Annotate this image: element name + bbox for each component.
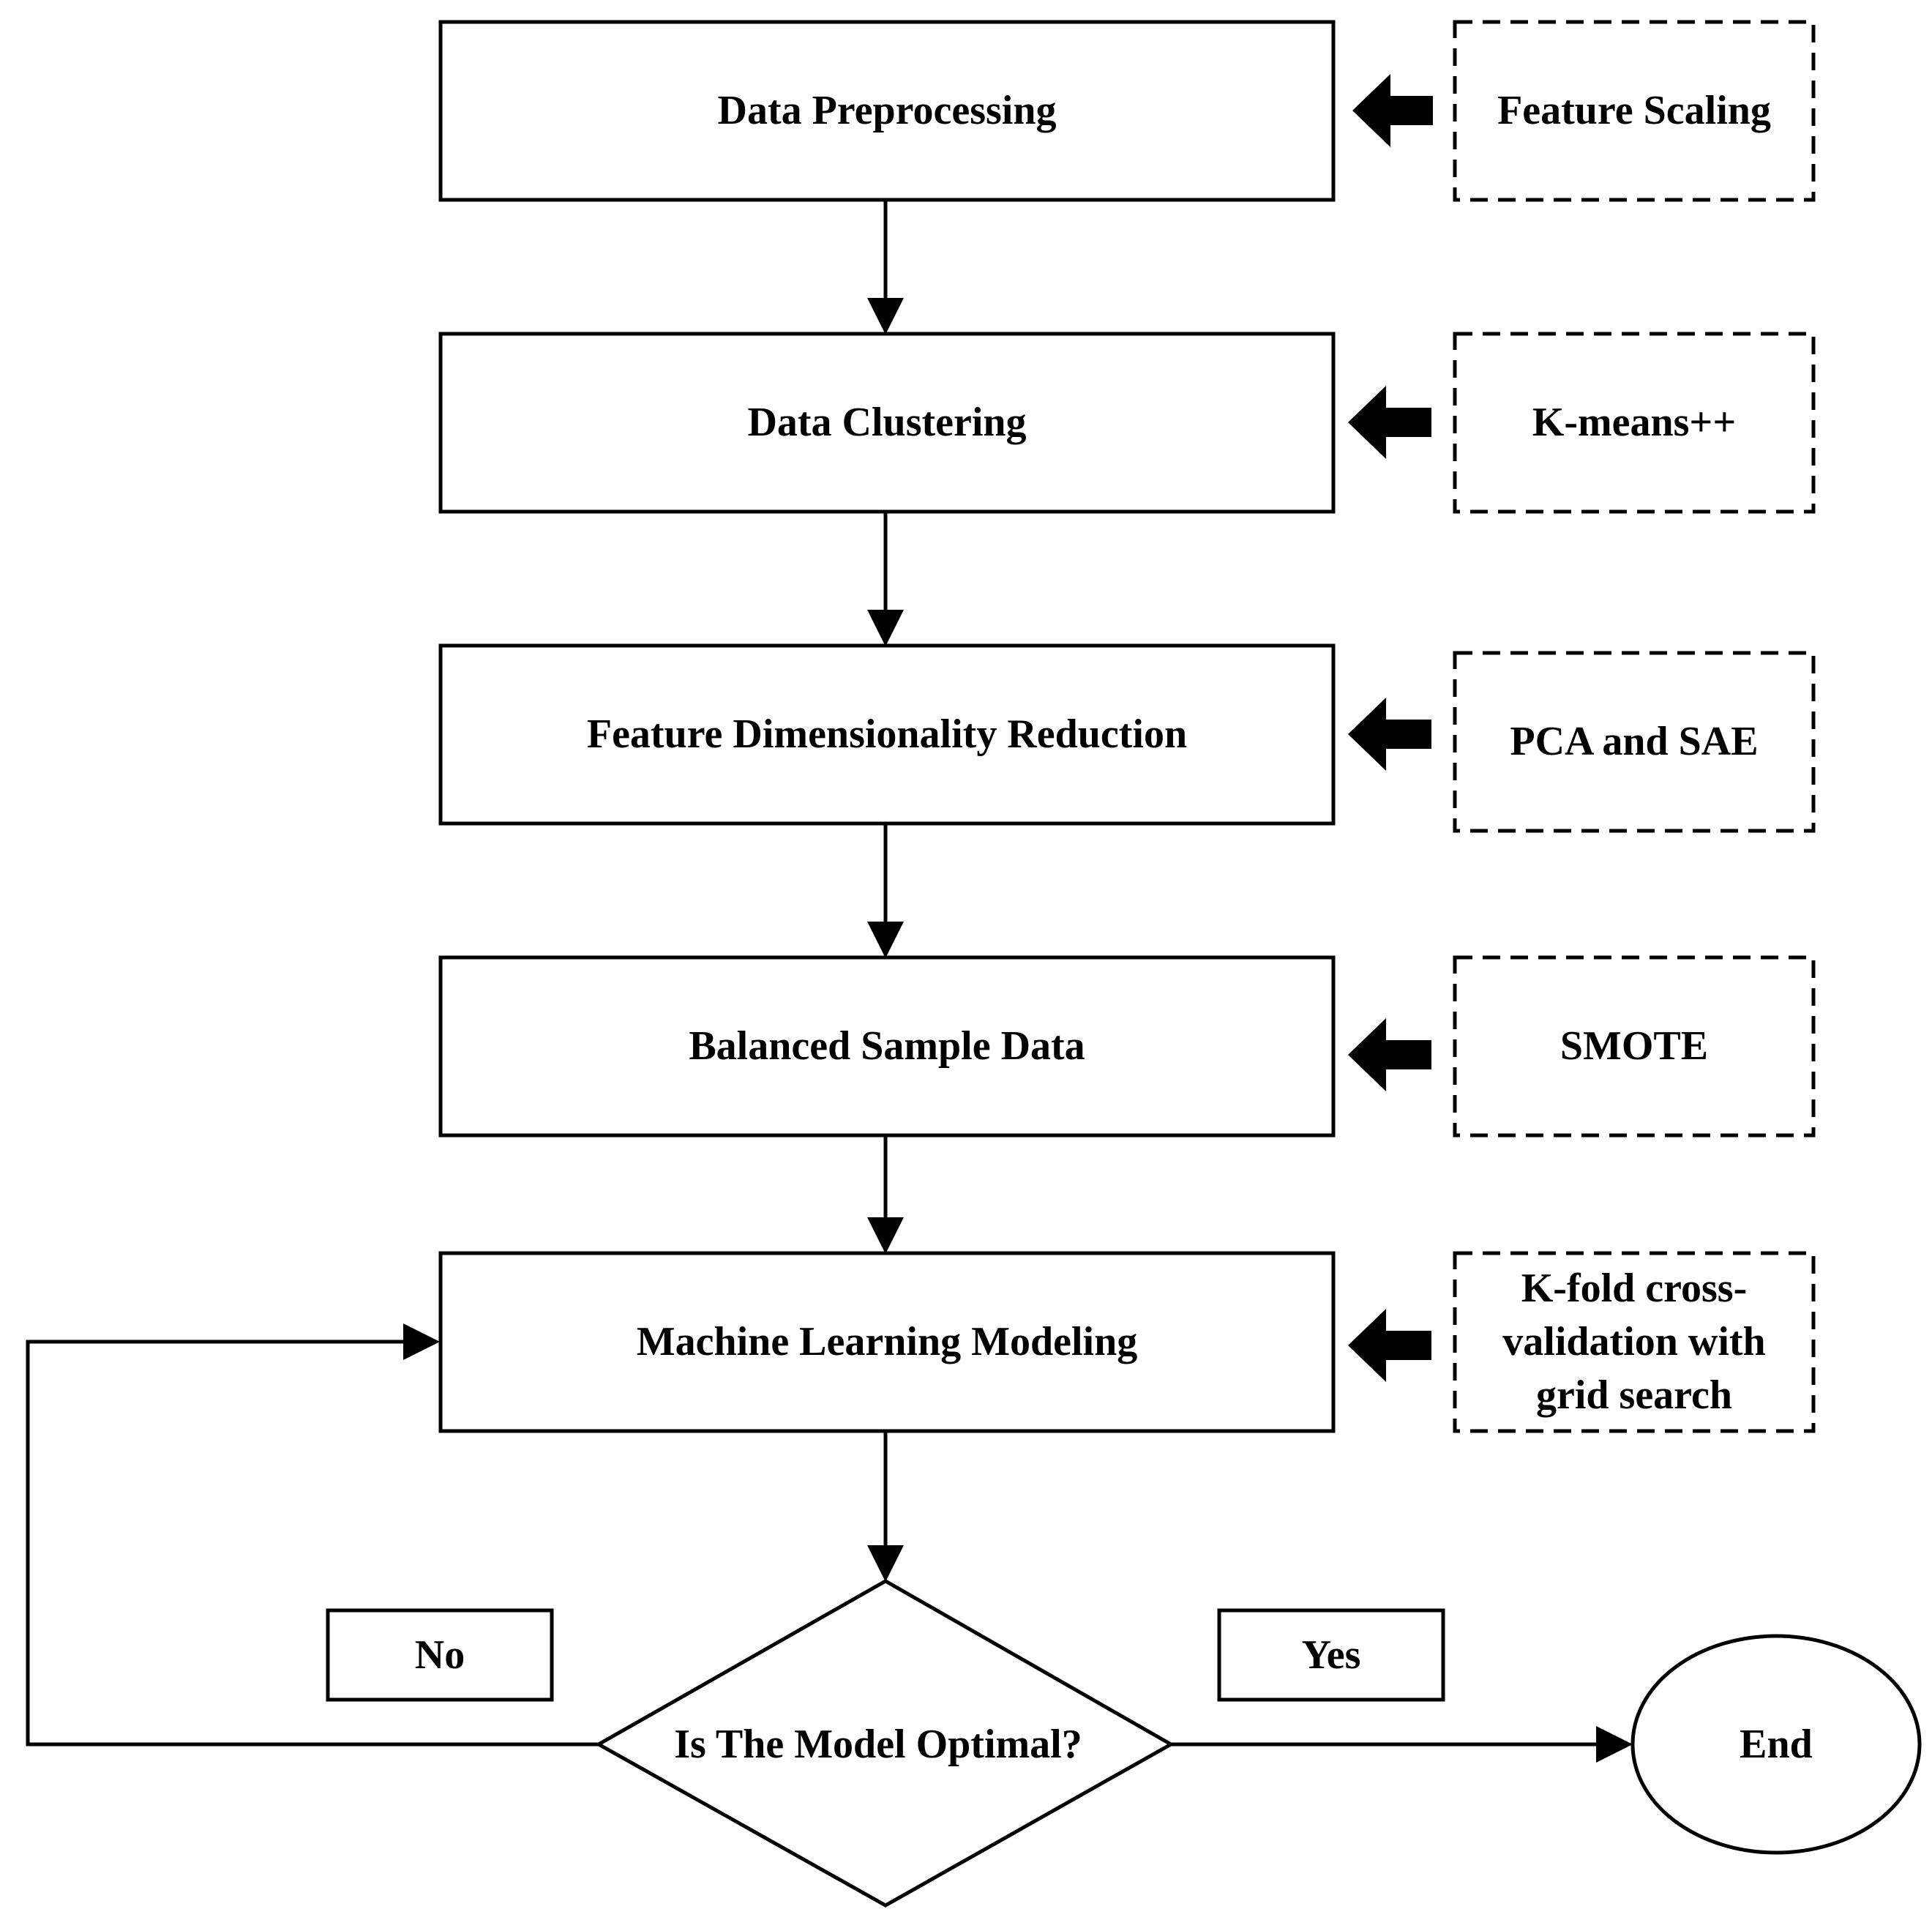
method-label: K-means++ [1532, 400, 1736, 445]
step-feature-dimensionality-reduction: Feature Dimensionality Reduction [438, 643, 1336, 826]
step-machine-learning-modeling: Machine Learning Modeling [438, 1251, 1336, 1433]
end-label: End [1740, 1722, 1813, 1767]
step-data-clustering: Data Clustering [438, 332, 1336, 514]
decision-label: Is The Model Optimal? [674, 1722, 1082, 1767]
method-label-line-3: grid search [1536, 1372, 1732, 1418]
step-label: Balanced Sample Data [689, 1023, 1085, 1069]
yes-label-box: Yes [1217, 1608, 1445, 1702]
end-terminal: End [1630, 1634, 1922, 1855]
block-arrow-left-icon [1348, 386, 1431, 459]
step-label: Data Clustering [747, 400, 1026, 445]
step-balanced-sample-data: Balanced Sample Data [438, 955, 1336, 1138]
method-kmeans: K-means++ [1453, 332, 1816, 514]
step-label: Data Preprocessing [718, 88, 1057, 133]
method-label: SMOTE [1560, 1023, 1708, 1069]
method-pca-sae: PCA and SAE [1453, 651, 1816, 833]
block-arrow-left-icon [1348, 1018, 1431, 1091]
no-label-box: No [326, 1608, 554, 1702]
block-arrow-left-icon [1348, 698, 1431, 771]
step-data-preprocessing: Data Preprocessing [438, 20, 1336, 202]
yes-label: Yes [1302, 1632, 1361, 1678]
method-label-line-2: validation with [1502, 1319, 1765, 1364]
no-label: No [415, 1632, 465, 1678]
step-label: Machine Learning Modeling [637, 1319, 1137, 1364]
block-arrow-left-icon [1348, 1309, 1431, 1382]
method-label-line-1: K-fold cross- [1521, 1266, 1748, 1311]
no-branch-line [26, 1323, 599, 1747]
method-kfold-cross-validation: K-fold cross- validation with grid searc… [1453, 1251, 1816, 1433]
block-arrow-left-icon [1352, 74, 1433, 147]
method-label: PCA and SAE [1510, 719, 1758, 764]
decision-diamond: Is The Model Optimal? [594, 1579, 1175, 1908]
method-label: Feature Scaling [1497, 88, 1771, 133]
method-feature-scaling: Feature Scaling [1453, 20, 1816, 202]
step-label: Feature Dimensionality Reduction [587, 711, 1187, 757]
method-smote: SMOTE [1453, 955, 1816, 1138]
